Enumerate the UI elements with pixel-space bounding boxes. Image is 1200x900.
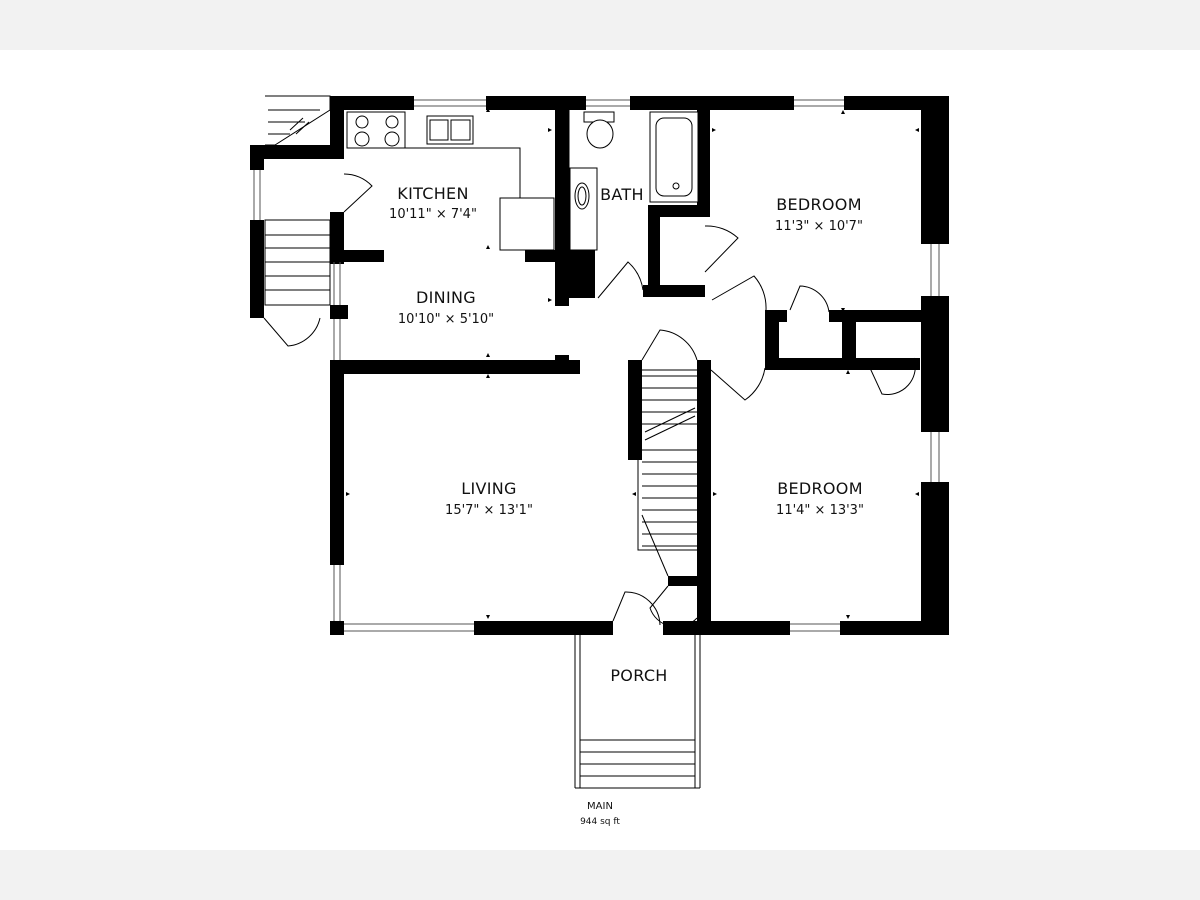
bedroom-upper-door: [711, 275, 767, 311]
sink-icon: [426, 115, 474, 145]
living-dims: 15'7" × 13'1": [445, 503, 533, 518]
kitchen-name: KITCHEN: [397, 184, 468, 203]
basement-stairs: [637, 369, 699, 577]
living-hall-door: [641, 329, 698, 361]
side-entry-door: [263, 317, 321, 347]
windows: [253, 99, 940, 632]
floor-plan-canvas: KITCHEN 10'11" × 7'4" BATH BEDROOM 11'3"…: [0, 50, 1200, 850]
bath-name: BATH: [600, 185, 644, 204]
bedroom-upper-dims: 11'3" × 10'7": [775, 219, 863, 234]
refrigerator-icon: [499, 197, 555, 251]
room-labels: KITCHEN 10'11" × 7'4" BATH BEDROOM 11'3"…: [389, 184, 864, 827]
bedroom-upper-name: BEDROOM: [776, 195, 862, 214]
closet-door-bath: [704, 225, 739, 273]
bathtub-icon: [649, 111, 699, 203]
floor-plan: KITCHEN 10'11" × 7'4" BATH BEDROOM 11'3"…: [250, 95, 949, 827]
floor-name: MAIN: [587, 801, 613, 812]
front-door: [612, 591, 661, 626]
closet-door-left: [789, 285, 830, 313]
stair-door: [649, 585, 698, 628]
living-name: LIVING: [461, 479, 516, 498]
dimension-ticks: [346, 108, 919, 619]
side-entry-stairs: [264, 95, 331, 306]
side-door: [343, 173, 373, 213]
porch-steps: [574, 635, 701, 789]
bedroom-lower-door: [710, 367, 766, 401]
stove-icon: [346, 111, 406, 149]
bedroom-lower-name: BEDROOM: [777, 479, 863, 498]
dining-name: DINING: [416, 288, 476, 307]
dining-dims: 10'10" × 5'10": [398, 312, 494, 327]
porch-name: PORCH: [610, 666, 667, 685]
walls: [250, 96, 949, 635]
closet-door-right: [869, 357, 916, 395]
bedroom-lower-dims: 11'4" × 13'3": [776, 503, 864, 518]
floor-area: 944 sq ft: [580, 817, 620, 827]
kitchen-fixtures: [346, 111, 555, 251]
kitchen-dims: 10'11" × 7'4": [389, 207, 477, 222]
bath-fixtures: [568, 108, 699, 251]
bath-door: [597, 261, 644, 299]
doors: [263, 173, 916, 628]
